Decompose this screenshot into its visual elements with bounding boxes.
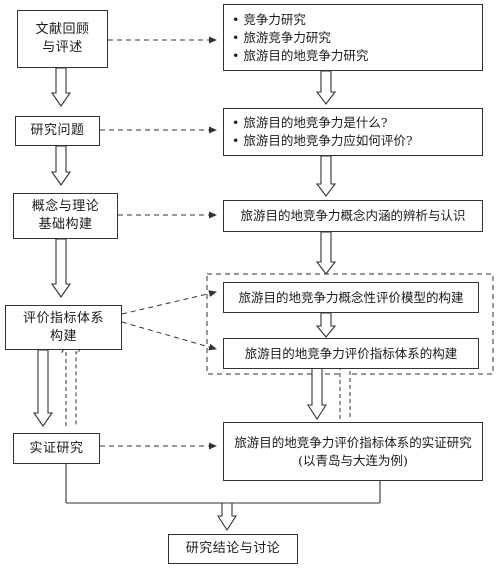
empirical-study-label: 实证研究 — [29, 440, 84, 456]
literature-review-line2: 与评述 — [42, 40, 83, 55]
empirical-item-line2: (以青岛与大连为例) — [298, 452, 408, 468]
concept-theory-box: 概念与理论 基础构建 — [13, 193, 118, 239]
empirical-item-line1: 旅游目的地竞争力评价指标体系的实证研究 — [234, 434, 472, 450]
concept-theory-line1: 概念与理论 — [31, 199, 100, 214]
literature-review-line1: 文献回顾 — [35, 22, 90, 37]
research-question-box: 研究问题 — [15, 116, 100, 146]
concept-item-box: 旅游目的地竞争力概念内涵的辨析与认识 — [223, 200, 483, 232]
conclusion-box: 研究结论与讨论 — [168, 534, 298, 564]
indicator-system-line2: 构建 — [49, 328, 77, 344]
question-item: 旅游目的地竞争力应如何评价? — [232, 132, 482, 150]
literature-review-box: 文献回顾 与评述 — [17, 10, 108, 68]
indicator-item-box: 旅游目的地竞争力评价指标体系的构建 — [223, 338, 479, 369]
model-group-frame — [206, 273, 494, 375]
model-item-text: 旅游目的地竞争力概念性评价模型的构建 — [238, 289, 464, 305]
conclusion-arrow — [216, 502, 238, 532]
indicator-item-text: 旅游目的地竞争力评价指标体系的构建 — [244, 345, 458, 361]
concept-theory-line2: 基础构建 — [38, 217, 93, 232]
research-question-label: 研究问题 — [30, 123, 85, 138]
left-feedback-arrow — [61, 338, 81, 426]
question-items-box: 旅游目的地竞争力是什么? 旅游目的地竞争力应如何评价? — [223, 108, 483, 156]
question-item: 旅游目的地竞争力是什么? — [232, 114, 482, 132]
literature-item: 旅游目的地竞争力研究 — [232, 47, 482, 65]
literature-item: 旅游竞争力研究 — [232, 29, 482, 47]
empirical-item-box: 旅游目的地竞争力评价指标体系的实证研究 (以青岛与大连为例) — [223, 422, 483, 481]
left-flow-arrows — [32, 67, 72, 427]
literature-items-box: 竞争力研究 旅游竞争力研究 旅游目的地竞争力研究 — [223, 4, 483, 71]
dashed-arrows — [100, 36, 217, 450]
indicator-system-line1: 评价指标体系 — [22, 310, 104, 326]
conclusion-label: 研究结论与讨论 — [185, 541, 281, 556]
indicator-system-box: 评价指标体系 构建 — [5, 305, 122, 350]
empirical-study-box: 实证研究 — [13, 433, 100, 464]
concept-item-text: 旅游目的地竞争力概念内涵的辨析与认识 — [240, 208, 466, 223]
model-item-box: 旅游目的地竞争力概念性评价模型的构建 — [223, 282, 479, 313]
literature-item: 竞争力研究 — [232, 11, 482, 29]
